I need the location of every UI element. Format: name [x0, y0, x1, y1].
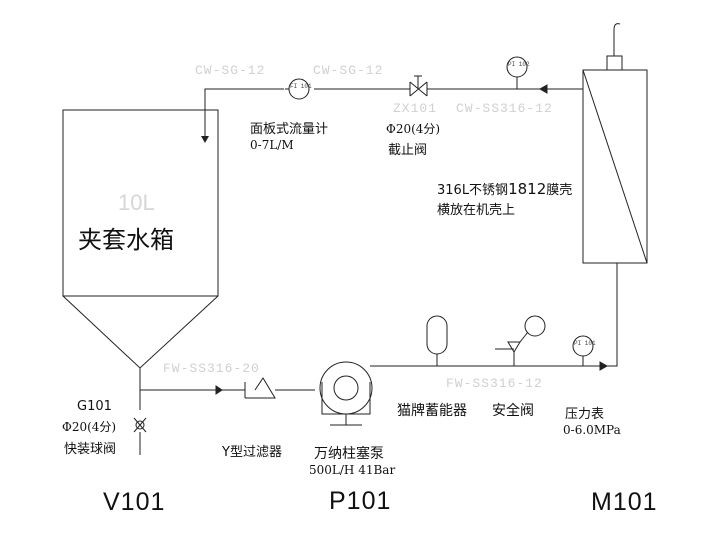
discharge-arrow [599, 361, 609, 371]
pump-tag: P101 [329, 487, 392, 515]
inlet-arrowhead [201, 136, 209, 143]
pump-spec: 500L/H 41Bar [309, 463, 396, 477]
pressure-tag-bottom: PI 101 [574, 340, 596, 347]
ball-valve-symbol [133, 417, 147, 433]
stop-valve-size: Φ20(4分) [386, 122, 441, 136]
suction-line [139, 368, 245, 391]
filter-arrow [215, 385, 223, 395]
membrane-material: 316L不锈钢 [437, 183, 509, 198]
pressure-gauge-range: 0-6.0MPa [563, 423, 621, 437]
safety-valve-symbol [507, 341, 521, 366]
accumulator-symbol [426, 315, 448, 355]
pressure-gauge-name: 压力表 [565, 407, 605, 422]
return-arrowhead [538, 84, 548, 94]
pipe-label-cw-sg-left: CW-SG-12 [195, 63, 266, 78]
pipe-label-fw-ss316-right: FW-SS316-12 [446, 376, 543, 391]
accumulator-name: 猫牌蓄能器 [397, 403, 467, 419]
discharge-line [370, 263, 618, 367]
pressure-tag-top: PI 102 [508, 61, 530, 68]
membrane-housing-label: 膜壳 [546, 183, 573, 198]
flowmeter-range: 0-7L/M [250, 138, 294, 152]
tank-tag: V101 [103, 488, 166, 516]
pump-inner [333, 375, 359, 401]
tank-cone [62, 295, 219, 369]
pump-outer [319, 361, 373, 415]
pipe-label-cw-sg-right: CW-SG-12 [313, 63, 384, 78]
tank-capacity: 10L [118, 190, 155, 215]
tank-name: 夹套水箱 [78, 226, 174, 254]
pump-name: 万纳柱塞泵 [314, 446, 384, 462]
safety-valve-name: 安全阀 [492, 403, 534, 419]
filter-name: Y型过滤器 [222, 445, 282, 460]
stop-valve-name: 截止阀 [388, 143, 428, 158]
top-pipe [204, 88, 583, 128]
membrane-size: 1812 [508, 180, 547, 198]
y-filter-symbol [244, 377, 276, 399]
zx-tag: ZX101 [393, 101, 438, 116]
flowmeter-name: 面板式流量计 [250, 122, 329, 137]
pipe-label-cw-ss316: CW-SS316-12 [456, 101, 553, 116]
membrane-tag: M101 [591, 488, 658, 516]
flow-indicator-tag: FI 101 [290, 83, 312, 90]
pipe-label-fw-ss316-left: FW-SS316-20 [163, 361, 260, 376]
ball-valve-size: Φ20(4分) [62, 420, 117, 434]
ball-valve-name: 快装球阀 [64, 442, 117, 457]
ball-valve-tag: G101 [77, 399, 112, 414]
safety-gauge-circle [524, 315, 546, 337]
membrane-line1: 316L不锈钢1812膜壳 [437, 179, 572, 198]
membrane-line2: 横放在机壳上 [437, 203, 516, 218]
